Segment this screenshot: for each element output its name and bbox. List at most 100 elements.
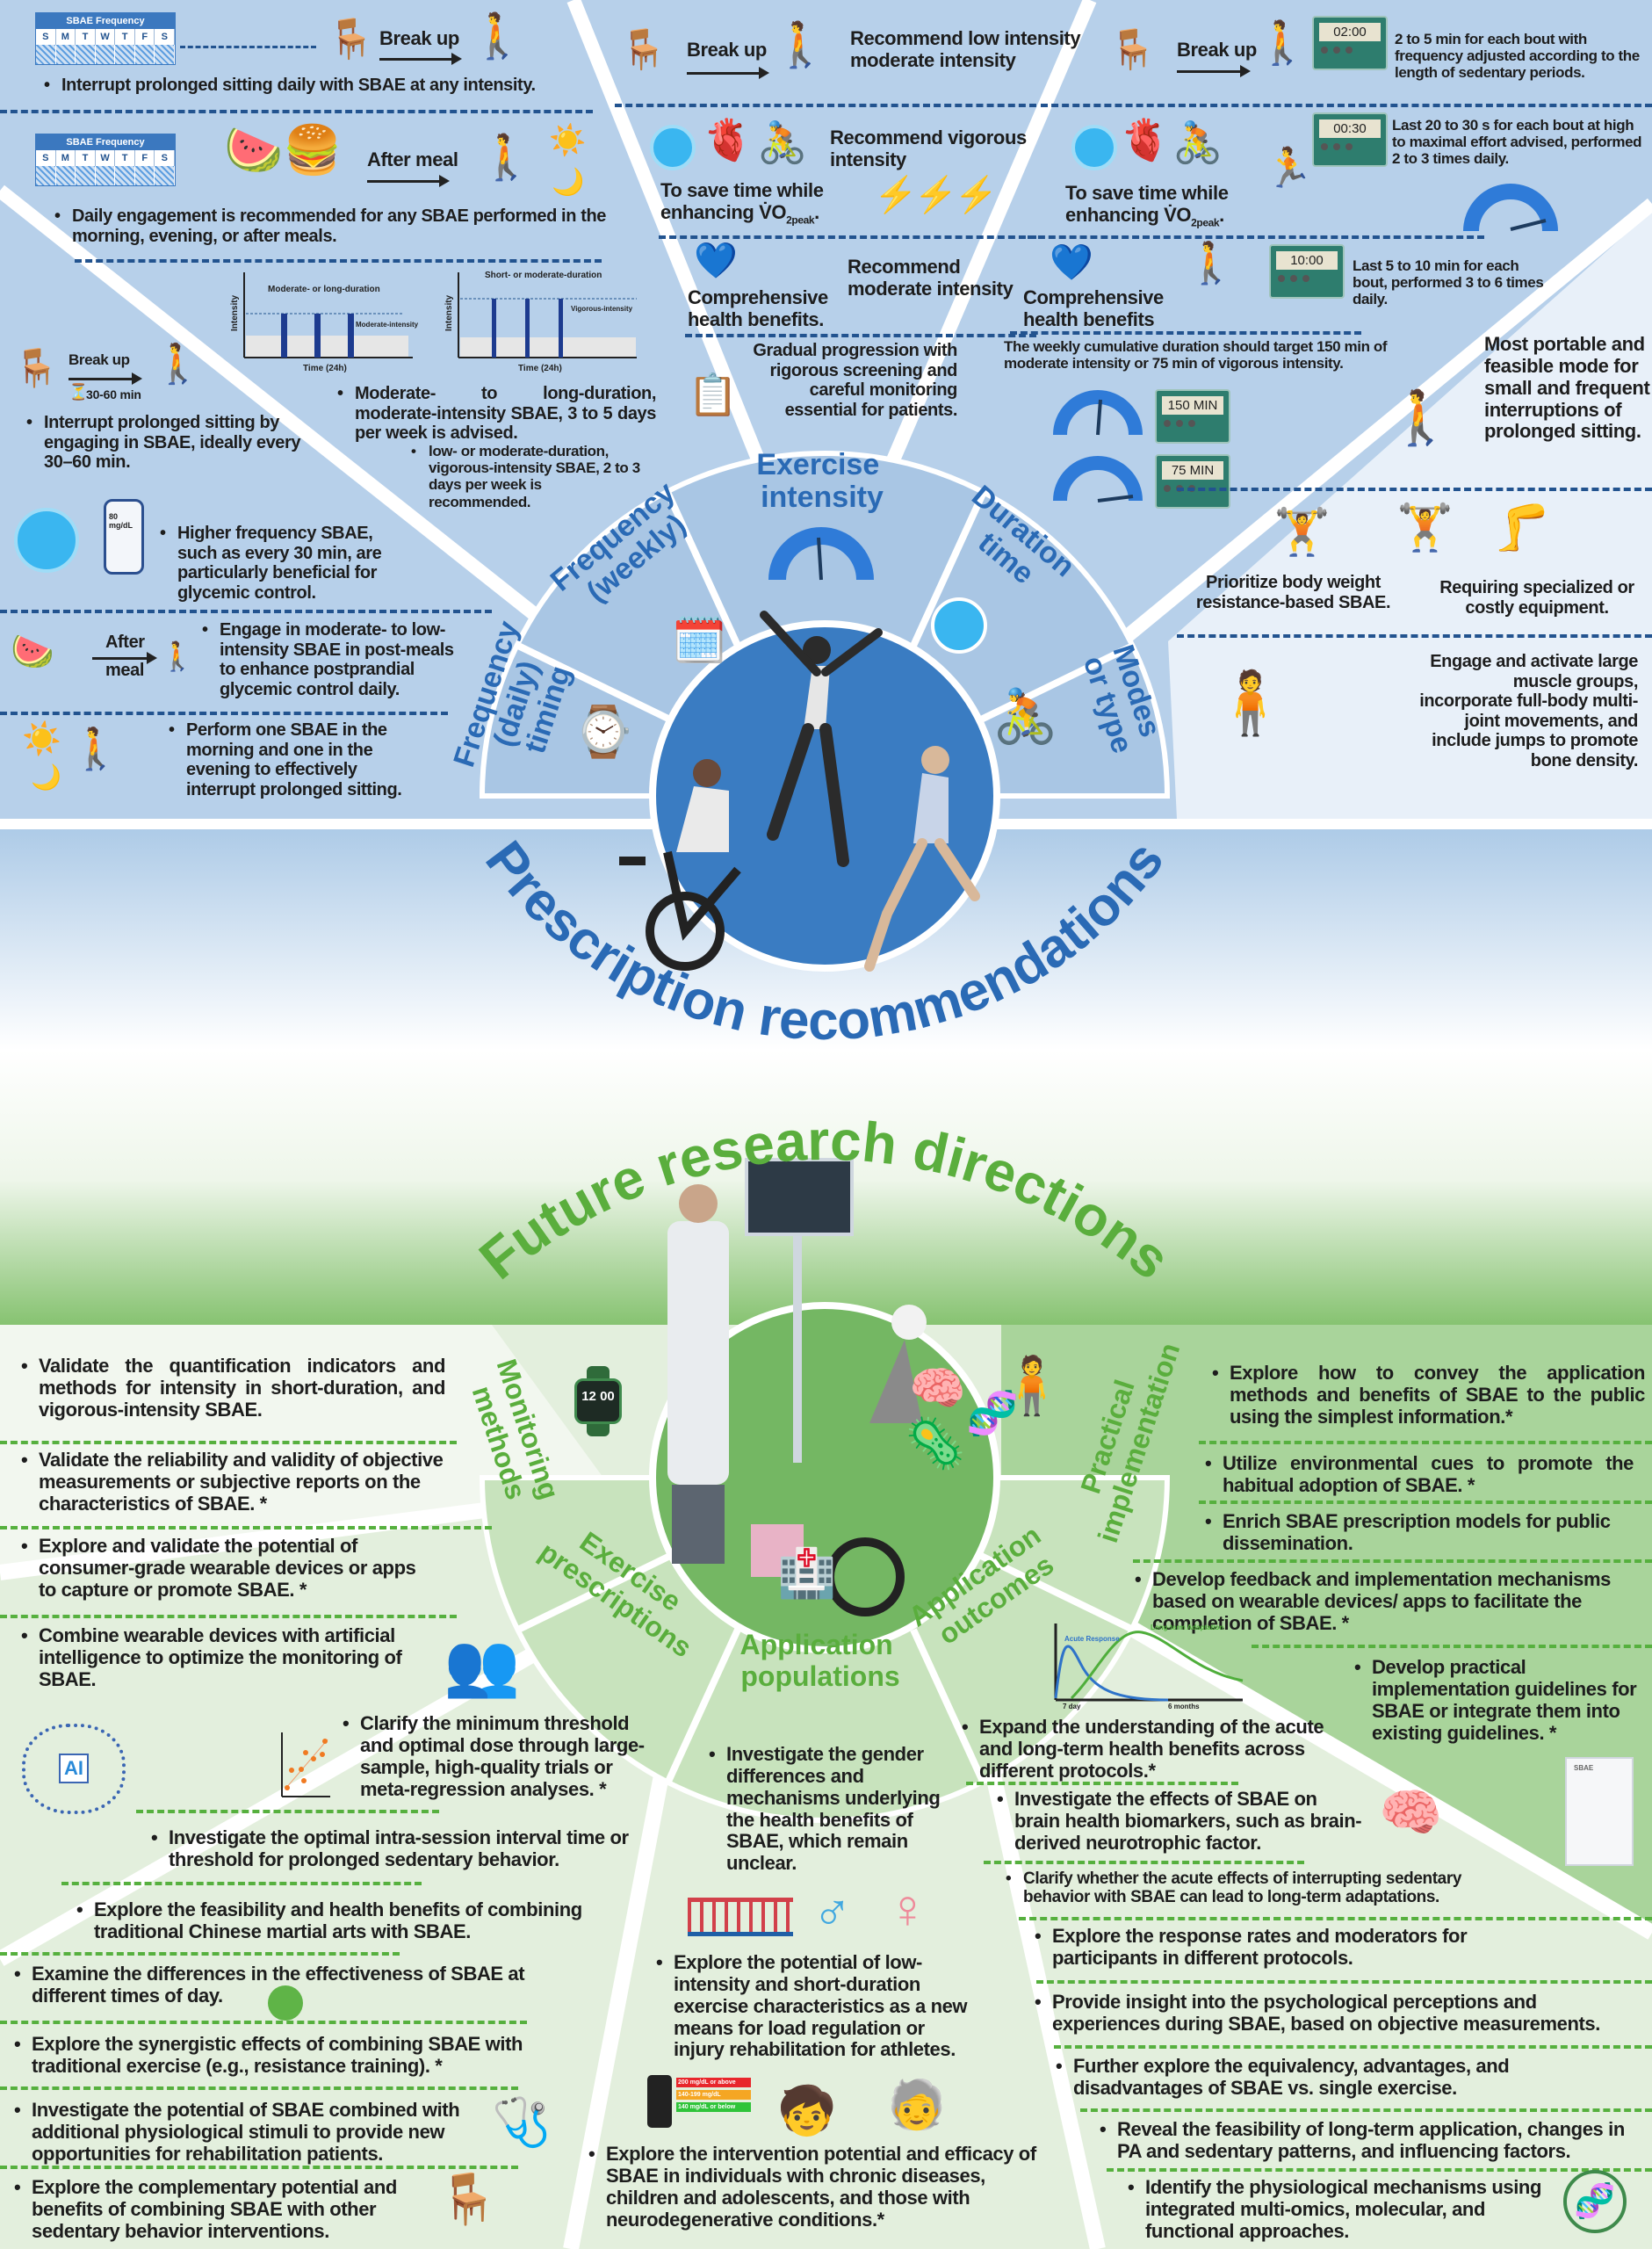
frequency-item: low- or moderate-duration, vigorous-inte… [409, 443, 642, 510]
sitting-desk-icon: 🪑 [13, 347, 60, 388]
mitochondria-icon: 🧬 [966, 1391, 1019, 1437]
elderly-person-icon: 🧓 [887, 2079, 947, 2131]
prescription-item: Investigate the optimal intra-session in… [149, 1826, 641, 1871]
calendar-icon: 🗓️ [672, 616, 727, 665]
timer-display: 02:00 [1312, 16, 1388, 70]
prescription-item: Explore the feasibility and health benef… [75, 1898, 602, 1943]
exercise-bike-icon: 🚴 [992, 687, 1058, 746]
outcome-item: Investigate the effects of SBAE on brain… [995, 1788, 1364, 1855]
monitoring-item: Combine wearable devices with artificial… [19, 1624, 406, 1691]
frequency-item: Interrupt prolonged sitting daily with S… [42, 76, 604, 96]
chart-label: Moderate- or long-duration [268, 285, 380, 294]
brain-icon: 🧠 [909, 1363, 966, 1414]
timer-display: 00:30 [1312, 112, 1388, 167]
walk-icon: 🚶 [1256, 20, 1309, 67]
day: S [36, 29, 56, 45]
save-time-text: To save time while enhancing V̇O2peak. [1065, 182, 1229, 229]
day: W [96, 29, 116, 45]
intensity-time-charts: Intensity Time (24h) Moderate- or long-d… [230, 271, 637, 373]
day: S [155, 29, 176, 45]
squat-walk-icon: 🚶 [470, 11, 525, 61]
frequency-item: Engage in moderate- to low-intensity SBA… [200, 620, 473, 699]
glucose-level-legend: 200 mg/dL or above 140-199 mg/dL 140 mg/… [676, 2078, 751, 2112]
standing-desk-icon: 🧍 [997, 1354, 1067, 1417]
recommend-low-moderate: Recommend low intensity moderate intensi… [850, 27, 1081, 71]
portable-mode-text: Most portable and feasible mode for smal… [1484, 333, 1650, 443]
child-student-icon: 🧒 [777, 2085, 837, 2137]
prescription-item: Investigate the potential of SBAE combin… [12, 2099, 487, 2166]
comprehensive-benefits: Comprehensive health benefits [1023, 286, 1164, 330]
break-up-label: Break up [687, 39, 767, 61]
sitting-desk-icon: 🪑 [619, 28, 667, 71]
clock-icon [268, 1985, 303, 2021]
break-up-label: Break up [1177, 39, 1257, 61]
monitoring-item: Validate the quantification indicators a… [19, 1355, 445, 1421]
practical-item: Develop practical implementation guideli… [1353, 1656, 1642, 1744]
food-icon: 🍉 [11, 633, 54, 671]
segment-exercise-intensity[interactable]: Exercise intensity [756, 448, 887, 514]
population-group-icon: 👥 [444, 1631, 521, 1699]
clock-icon [14, 508, 79, 573]
blood-pressure-cuff-icon: 🩺 [492, 2096, 552, 2149]
day: M [56, 29, 76, 45]
bout-duration-text: 2 to 5 min for each bout with frequency … [1395, 31, 1640, 82]
practical-item: Utilize environmental cues to promote th… [1203, 1452, 1634, 1497]
gauge-icon [1053, 456, 1143, 503]
intensity-gauge-icon [768, 527, 874, 581]
moon-icon: 🌙 [31, 763, 61, 791]
acute-response-label: Acute Response [1064, 1635, 1120, 1643]
frequency-item: Perform one SBAE in the morning and one … [167, 720, 430, 799]
bodyweight-text: Prioritize body weight resistance-based … [1195, 573, 1391, 612]
segment-application-populations[interactable]: Application populations [739, 1629, 900, 1692]
walk-bike-icon: 🚶 [1186, 240, 1237, 286]
svg-text:Intensity: Intensity [444, 294, 454, 331]
hourglass-icon: ⏳ [69, 383, 89, 401]
monitoring-item: Explore and validate the potential of co… [19, 1535, 423, 1602]
prescription-item: Explore the complementary potential and … [12, 2176, 425, 2243]
frequency-item: Moderate- to long-duration, moderate-int… [335, 384, 656, 444]
lab-researcher-illustration [667, 1158, 927, 1616]
male-symbol-icon: ♂ [812, 1881, 852, 1940]
sit-stand-desk-icon: 🪑 [437, 2171, 499, 2226]
recommend-moderate: Recommend moderate intensity [848, 256, 1014, 300]
after-meal-label: After meal [367, 148, 458, 170]
calendar-title: SBAE Frequency [36, 13, 175, 29]
chart-axis-label: Intensity [230, 294, 240, 331]
moon-icon: 🌙 [552, 168, 585, 197]
equipment-text: Requiring specialized or costly equipmen… [1439, 578, 1634, 618]
outcome-item: Identify the physiological mechanisms us… [1126, 2176, 1547, 2243]
long-term-label: Long-term Adaptation [1151, 1623, 1223, 1631]
svg-text:Short- or moderate-duration: Short- or moderate-duration [485, 271, 602, 280]
timer-display: 10:00 [1269, 244, 1345, 299]
practical-item: Explore how to convey the application me… [1210, 1362, 1645, 1428]
cell-icon: 🦠 [905, 1415, 966, 1471]
treadmill-run-icon: 🏃 [1265, 147, 1313, 190]
frequency-item: Daily engagement is recommended for any … [53, 206, 606, 246]
save-time-text: To save time while enhancing V̇O2peak. [660, 179, 824, 227]
response-curve-chart: Acute Response Long-term Adaptation 7 da… [1054, 1623, 1244, 1710]
recommend-vigorous: Recommend vigorous intensity [830, 127, 1027, 170]
clock-icon [931, 597, 987, 654]
dose-response-scatter-icon [281, 1732, 330, 1797]
comprehensive-benefits: Comprehensive health benefits. [688, 286, 828, 330]
break-up-label: Break up [379, 27, 459, 49]
ai-brain-icon: AI [22, 1724, 126, 1814]
chart-label: Moderate-intensity [356, 321, 419, 329]
sun-icon: ☀️ [549, 124, 587, 157]
glucometer-icon: 80 mg/dL [104, 499, 144, 575]
clock-icon [1071, 125, 1117, 170]
arrow-icon [379, 53, 462, 65]
walk-check-icon: 🚶 [160, 640, 195, 672]
exercise-people-illustration [619, 611, 980, 972]
sun-icon: ☀️ [22, 720, 61, 756]
frequency-item: Higher frequency SBAE, such as every 30 … [158, 524, 402, 603]
break-up-label: Break up [69, 351, 130, 368]
population-item: Explore the intervention potential and e… [587, 2143, 1061, 2231]
document-search-icon: 📋 [688, 372, 739, 417]
outcome-item: Explore the response rates and moderator… [1033, 1925, 1560, 1970]
weekly-duration-text: The weekly cumulative duration should ta… [1004, 338, 1388, 372]
sitting-desk-icon: 🪑 [1108, 28, 1157, 71]
heart-icon: 🫀 [703, 117, 754, 163]
squat-walk-icon: 🚶 [773, 20, 828, 69]
